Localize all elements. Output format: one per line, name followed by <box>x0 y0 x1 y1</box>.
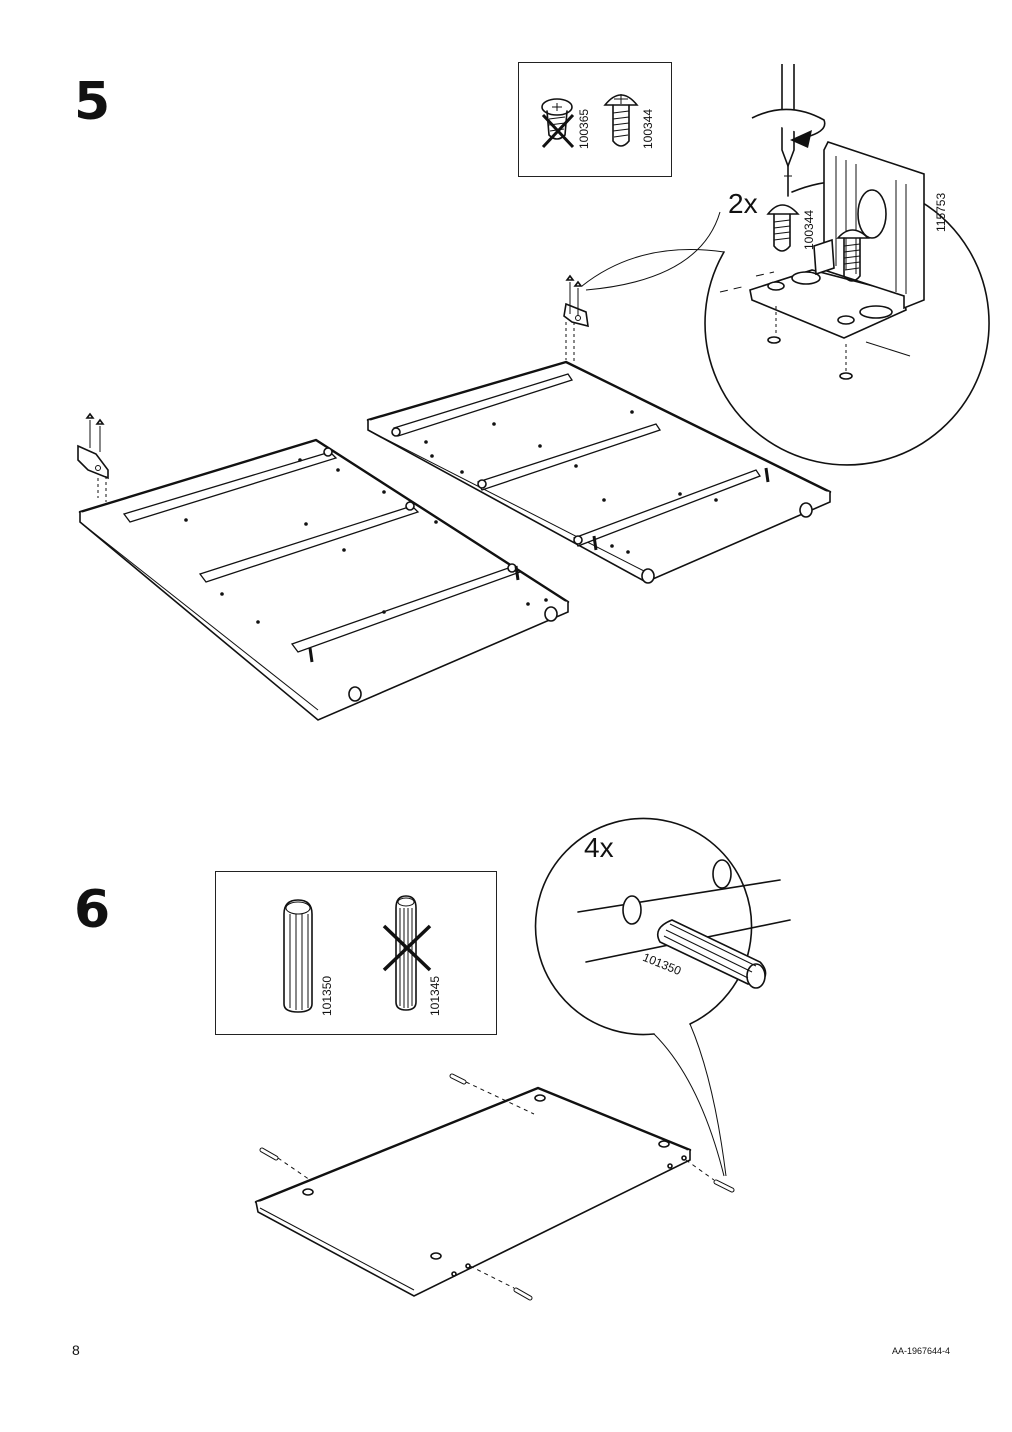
document-code: AA-1967644-4 <box>891 1346 950 1356</box>
screw-icons <box>541 94 639 149</box>
bracket-115753-label: 115753 <box>934 192 948 232</box>
step-6-multiplier: 4x <box>584 832 614 863</box>
left-panel <box>77 412 570 721</box>
dowel-101350-detail-label: 101350 <box>640 950 684 978</box>
accepted-dowel-icon <box>283 899 313 1013</box>
rejected-screw-icon <box>541 98 575 149</box>
page-number: 8 <box>72 1342 80 1358</box>
dowel-detail-callout <box>534 817 791 1177</box>
step-6-parts-box: 101350 101345 <box>215 871 497 1035</box>
step-5-parts-box: 100365 100344 <box>518 62 672 177</box>
step-5-illustration <box>77 64 990 721</box>
step-6-number: 6 <box>74 880 111 940</box>
accepted-screw-icon <box>603 94 639 147</box>
step-5-multiplier: 2x <box>728 188 758 219</box>
detail-callout <box>581 64 990 466</box>
step-5-number: 5 <box>74 72 111 132</box>
dowel-101350-label: 101350 <box>320 975 334 1016</box>
screw-100344-detail-label: 100344 <box>802 209 816 250</box>
step-6-panel <box>254 1073 735 1301</box>
dowel-icons <box>283 895 432 1013</box>
right-panel <box>366 274 832 584</box>
rejected-dowel-icon <box>382 895 432 1011</box>
dowel-101345-label: 101345 <box>428 975 442 1016</box>
